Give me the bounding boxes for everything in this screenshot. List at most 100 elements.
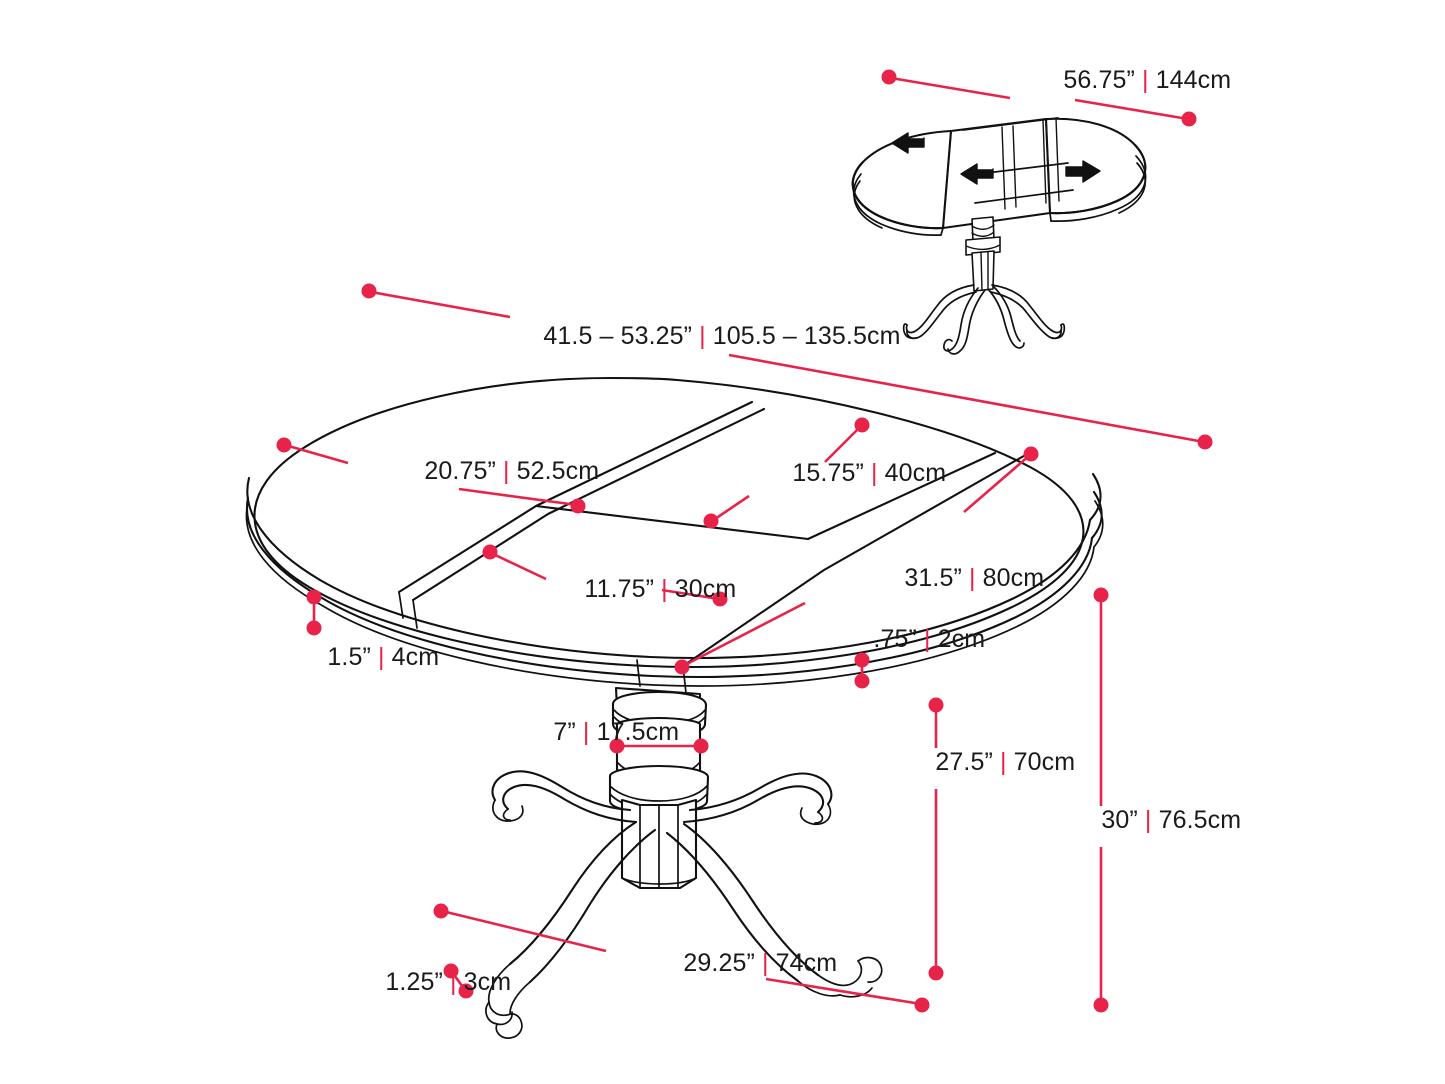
dim-imperial: 56.75” [1063, 66, 1135, 94]
dimension-dot [928, 965, 944, 981]
leaf-cross-seam-2 [806, 451, 997, 541]
dimension-dot [693, 738, 709, 754]
dim-separator: | [969, 564, 976, 592]
dimension-label-foot-height: 1.25” | 3cm [322, 968, 560, 996]
svg-text:56.75” | 144cm: 56.75” | 144cm [1000, 66, 1281, 94]
dim-metric: 76.5cm [1159, 806, 1242, 834]
dimension-label-leaf-panel-width: 15.75” | 40cm [792, 459, 947, 487]
arrow-left-icon [891, 132, 925, 154]
dim-metric: 3cm [464, 968, 512, 996]
dimline-base-span [433, 903, 930, 1013]
dim-separator: | [1000, 748, 1007, 776]
dim-imperial: 11.75” [584, 575, 654, 603]
dimension-label-leaf-half-width: 20.75” | 52.5cm [361, 457, 649, 485]
dim-imperial: 30” [1101, 806, 1137, 834]
dim-separator: | [378, 643, 385, 671]
dim-imperial: 1.5” [327, 643, 370, 671]
dimension-dot [703, 513, 719, 529]
dimline-clearance-height [928, 697, 944, 981]
svg-text:1.25” | 3cm: 1.25” | 3cm [322, 968, 560, 996]
leaf-seam-left-2 [411, 407, 766, 602]
svg-text:7” | 17.5cm: 7” | 17.5cm [490, 718, 728, 746]
dimline-top-thickness [854, 652, 870, 689]
dim-separator: | [661, 575, 668, 603]
inset-center-rail-deck [941, 117, 1052, 230]
dimension-dot [854, 417, 870, 433]
dim-imperial: 31.5” [904, 564, 961, 592]
dim-separator: | [450, 968, 457, 996]
svg-text:20.75” | 52.5cm: 20.75” | 52.5cm [361, 457, 649, 485]
dim-separator: | [1145, 806, 1152, 834]
dim-separator: | [583, 718, 590, 746]
dimline-leaf-half-width [276, 437, 586, 514]
dimension-dot [1181, 111, 1197, 127]
dimension-dot [854, 673, 870, 689]
dimension-dot [712, 591, 728, 607]
svg-text:1.5” | 4cm: 1.5” | 4cm [264, 643, 488, 671]
dimline-foot-height [443, 963, 474, 999]
dimension-label-top-thickness: .75” | 2cm [810, 625, 1034, 653]
dim-imperial: 41.5 – 53.25” [543, 322, 692, 350]
dimension-dot [443, 963, 459, 979]
dimension-dot [1197, 434, 1213, 450]
dimension-dot [482, 544, 498, 560]
dim-metric: 4cm [392, 643, 440, 671]
svg-text:30” | 76.5cm: 30” | 76.5cm [1038, 806, 1290, 834]
dimension-dot [1093, 997, 1109, 1013]
dimension-dot [458, 983, 474, 999]
dimension-label-clearance-height: 27.5” | 70cm [872, 748, 1124, 776]
dim-imperial: 29.25” [683, 949, 755, 977]
pedestal-leg-back-right [688, 772, 833, 812]
dim-metric: 40cm [885, 459, 947, 487]
dimline-leaf-insert-width [482, 544, 728, 607]
dimline-leaf-panel-width [703, 417, 870, 529]
svg-text:.75” | 2cm: .75” | 2cm [810, 625, 1034, 653]
pedestal-base [485, 686, 883, 1039]
dim-metric: 17.5cm [597, 718, 680, 746]
dimension-label-edge-thickness: 1.5” | 4cm [264, 643, 488, 671]
dimension-dot [361, 283, 377, 299]
dimension-dot [854, 652, 870, 668]
dim-metric: 144cm [1156, 66, 1232, 94]
dim-separator: | [699, 322, 706, 350]
dim-imperial: .75” [873, 625, 916, 653]
dim-separator: | [1142, 66, 1149, 94]
svg-text:31.5” | 80cm: 31.5” | 80cm [841, 564, 1093, 592]
dimension-dot [276, 437, 292, 453]
dimension-dot [570, 498, 586, 514]
dimension-dot [609, 738, 625, 754]
inset-extended-table [851, 117, 1147, 355]
dim-imperial: 15.75” [792, 459, 864, 487]
svg-text:27.5” | 70cm: 27.5” | 70cm [872, 748, 1124, 776]
dimension-dot [306, 589, 322, 605]
main-table [245, 376, 1104, 1039]
dimline-depth-range [361, 283, 1213, 450]
dimline-edge-thickness [306, 589, 322, 636]
pedestal-leg-back-left [491, 770, 632, 812]
dimension-dot [1023, 446, 1039, 462]
svg-text:41.5 – 53.25” | 105.5 – 135.5c: 41.5 – 53.25” | 105.5 – 135.5cm [480, 322, 950, 350]
dim-separator: | [762, 949, 769, 977]
dim-metric: 52.5cm [517, 457, 600, 485]
dimension-dot [881, 69, 897, 85]
dim-metric: 30cm [675, 575, 737, 603]
dimline-leaf-length [674, 446, 1039, 675]
dimension-dot [914, 997, 930, 1013]
dimension-label-depth-range: 41.5 – 53.25” | 105.5 – 135.5cm [480, 322, 950, 350]
dimension-dot [674, 659, 690, 675]
dimension-label-base-span: 29.25” | 74cm [683, 949, 838, 977]
dim-separator: | [503, 457, 510, 485]
dim-metric: 74cm [776, 949, 838, 977]
dim-imperial: 7” [553, 718, 575, 746]
dim-metric: 80cm [983, 564, 1045, 592]
dimension-label-leaf-length: 31.5” | 80cm [841, 564, 1093, 592]
leaf-seam-right [681, 451, 1031, 668]
dim-imperial: 20.75” [424, 457, 496, 485]
inset-pedestal [902, 216, 1066, 355]
dim-imperial: 27.5” [935, 748, 992, 776]
dimension-dot [1093, 587, 1109, 603]
dimline-width-extended [881, 69, 1197, 127]
svg-text:11.75” | 30cm: 11.75” | 30cm [521, 575, 786, 603]
